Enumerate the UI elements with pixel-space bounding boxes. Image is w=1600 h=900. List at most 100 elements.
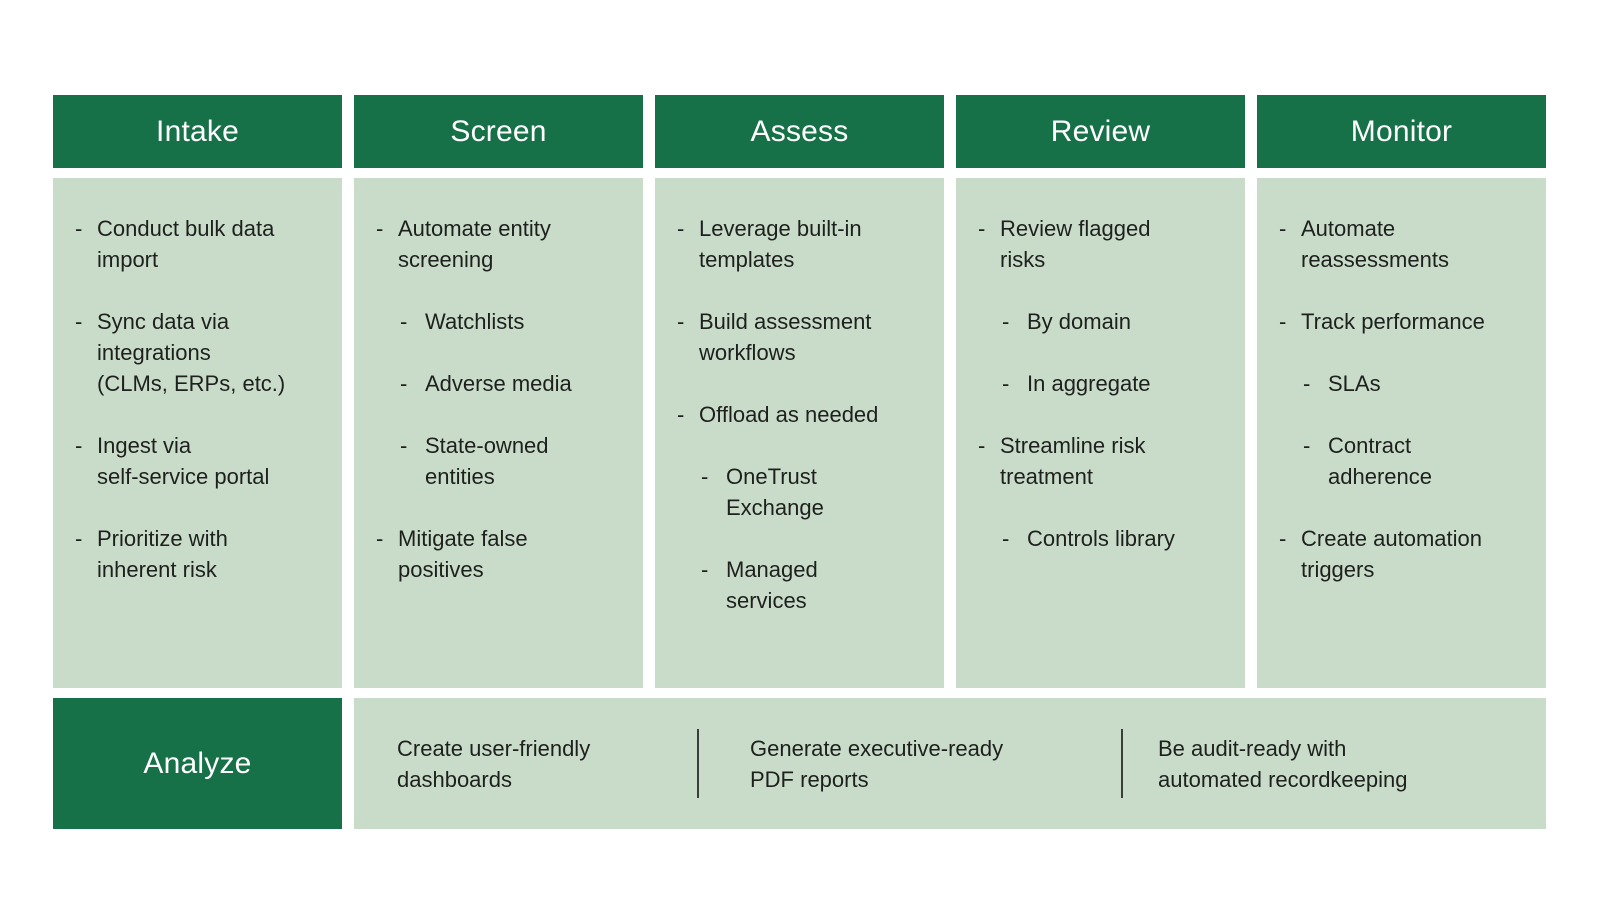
bullet-dash: - [400, 371, 408, 396]
column-body-review: - Review flagged risks - By domain - In … [956, 178, 1245, 688]
list-item: - Automate entity screening [354, 213, 635, 275]
column-monitor: Monitor - Automate reassessments - Track… [1257, 95, 1546, 688]
bullet-dash: - [400, 309, 408, 334]
bullet-dash: - [1279, 309, 1287, 334]
list-subitem: - OneTrust Exchange [655, 461, 936, 523]
list-item: - Prioritize with inherent risk [53, 523, 334, 585]
list-item: - Build assessment workflows [655, 306, 936, 368]
list-item-text: Streamline risk treatment [1000, 433, 1146, 489]
list-item-text: By domain [1027, 309, 1131, 334]
bullet-dash: - [677, 309, 685, 334]
bullet-dash: - [701, 464, 709, 489]
column-title: Review [1050, 114, 1151, 148]
list-item: - Sync data via integrations (CLMs, ERPs… [53, 306, 334, 399]
column-body-intake: - Conduct bulk data import - Sync data v… [53, 178, 342, 688]
list-item-text: Prioritize with inherent risk [97, 526, 228, 582]
list-item-text: Automate reassessments [1301, 216, 1449, 272]
bullet-dash: - [1002, 526, 1010, 551]
column-intake: Intake - Conduct bulk data import - Sync… [53, 95, 342, 688]
list-item-text: SLAs [1328, 371, 1381, 396]
list-item: - Automate reassessments [1257, 213, 1538, 275]
bullet-dash: - [376, 216, 384, 241]
column-title: Intake [156, 114, 239, 148]
list-subitem: - In aggregate [956, 368, 1237, 399]
list-subitem: - Contract adherence [1257, 430, 1538, 492]
list-item-text: Review flagged risks [1000, 216, 1151, 272]
column-header-intake: Intake [53, 95, 342, 168]
bullet-dash: - [1303, 433, 1311, 458]
bullet-dash: - [75, 433, 83, 458]
column-body-assess: - Leverage built-in templates - Build as… [655, 178, 944, 688]
list-item-text: Mitigate false positives [398, 526, 528, 582]
column-title: Screen [450, 114, 547, 148]
list-item: - Mitigate false positives [354, 523, 635, 585]
list-item-text: Managed services [726, 557, 818, 613]
process-board: Intake - Conduct bulk data import - Sync… [53, 95, 1546, 829]
bullet-dash: - [677, 216, 685, 241]
bullet-dash: - [1279, 216, 1287, 241]
list-item-text: Create automation triggers [1301, 526, 1482, 582]
list-subitem: - Adverse media [354, 368, 635, 399]
footer-row: Analyze Create user-friendly dashboards … [53, 698, 1546, 829]
analyze-title: Analyze [143, 746, 252, 780]
bullet-dash: - [75, 216, 83, 241]
list-item-text: In aggregate [1027, 371, 1151, 396]
list-item: - Ingest via self-service portal [53, 430, 334, 492]
bullet-dash: - [701, 557, 709, 582]
list-item: - Offload as needed [655, 399, 936, 430]
list-item-text: Track performance [1301, 309, 1485, 334]
list-item: - Streamline risk treatment [956, 430, 1237, 492]
bullet-dash: - [376, 526, 384, 551]
column-screen: Screen - Automate entity screening - Wat… [354, 95, 643, 688]
divider [697, 729, 699, 798]
list-item: - Leverage built-in templates [655, 213, 936, 275]
list-item-text: Build assessment workflows [699, 309, 872, 365]
list-item: - Review flagged risks [956, 213, 1237, 275]
list-item-text: Offload as needed [699, 402, 879, 427]
bullet-dash: - [1002, 371, 1010, 396]
column-title: Monitor [1350, 114, 1453, 148]
column-review: Review - Review flagged risks - By domai… [956, 95, 1245, 688]
analyze-header: Analyze [53, 698, 342, 829]
list-subitem: - By domain [956, 306, 1237, 337]
bullet-dash: - [677, 402, 685, 427]
list-item-text: OneTrust Exchange [726, 464, 824, 520]
footer-note-reports: Generate executive-ready PDF reports [750, 735, 1004, 792]
list-item-text: Watchlists [425, 309, 525, 334]
list-item-text: Automate entity screening [398, 216, 551, 272]
column-header-assess: Assess [655, 95, 944, 168]
column-title: Assess [750, 114, 849, 148]
list-subitem: - Controls library [956, 523, 1237, 554]
bullet-dash: - [978, 433, 986, 458]
list-item-text: Controls library [1027, 526, 1175, 551]
list-subitem: - State-owned entities [354, 430, 635, 492]
list-item-text: Sync data via integrations (CLMs, ERPs, … [97, 309, 286, 396]
list-item-text: Ingest via self-service portal [97, 433, 270, 489]
list-item: - Conduct bulk data import [53, 213, 334, 275]
list-item-text: Adverse media [425, 371, 572, 396]
list-subitem: - Managed services [655, 554, 936, 616]
list-subitem: - SLAs [1257, 368, 1538, 399]
bullet-dash: - [1279, 526, 1287, 551]
bullet-dash: - [400, 433, 408, 458]
column-body-monitor: - Automate reassessments - Track perform… [1257, 178, 1546, 688]
column-header-monitor: Monitor [1257, 95, 1546, 168]
list-item-text: Conduct bulk data import [97, 216, 275, 272]
divider [1121, 729, 1123, 798]
columns-grid: Intake - Conduct bulk data import - Sync… [53, 95, 1546, 688]
column-header-screen: Screen [354, 95, 643, 168]
list-item-text: Leverage built-in templates [699, 216, 862, 272]
bullet-dash: - [978, 216, 986, 241]
bullet-dash: - [1002, 309, 1010, 334]
list-item: - Track performance [1257, 306, 1538, 337]
column-body-screen: - Automate entity screening - Watchlists… [354, 178, 643, 688]
column-assess: Assess - Leverage built-in templates - B… [655, 95, 944, 688]
list-subitem: - Watchlists [354, 306, 635, 337]
list-item: - Create automation triggers [1257, 523, 1538, 585]
bullet-dash: - [75, 526, 83, 551]
list-item-text: Contract adherence [1328, 433, 1432, 489]
footer-panel: Create user-friendly dashboards Generate… [354, 698, 1546, 829]
footer-note-audit: Be audit-ready with automated recordkeep… [1158, 735, 1408, 792]
bullet-dash: - [75, 309, 83, 334]
column-header-review: Review [956, 95, 1245, 168]
